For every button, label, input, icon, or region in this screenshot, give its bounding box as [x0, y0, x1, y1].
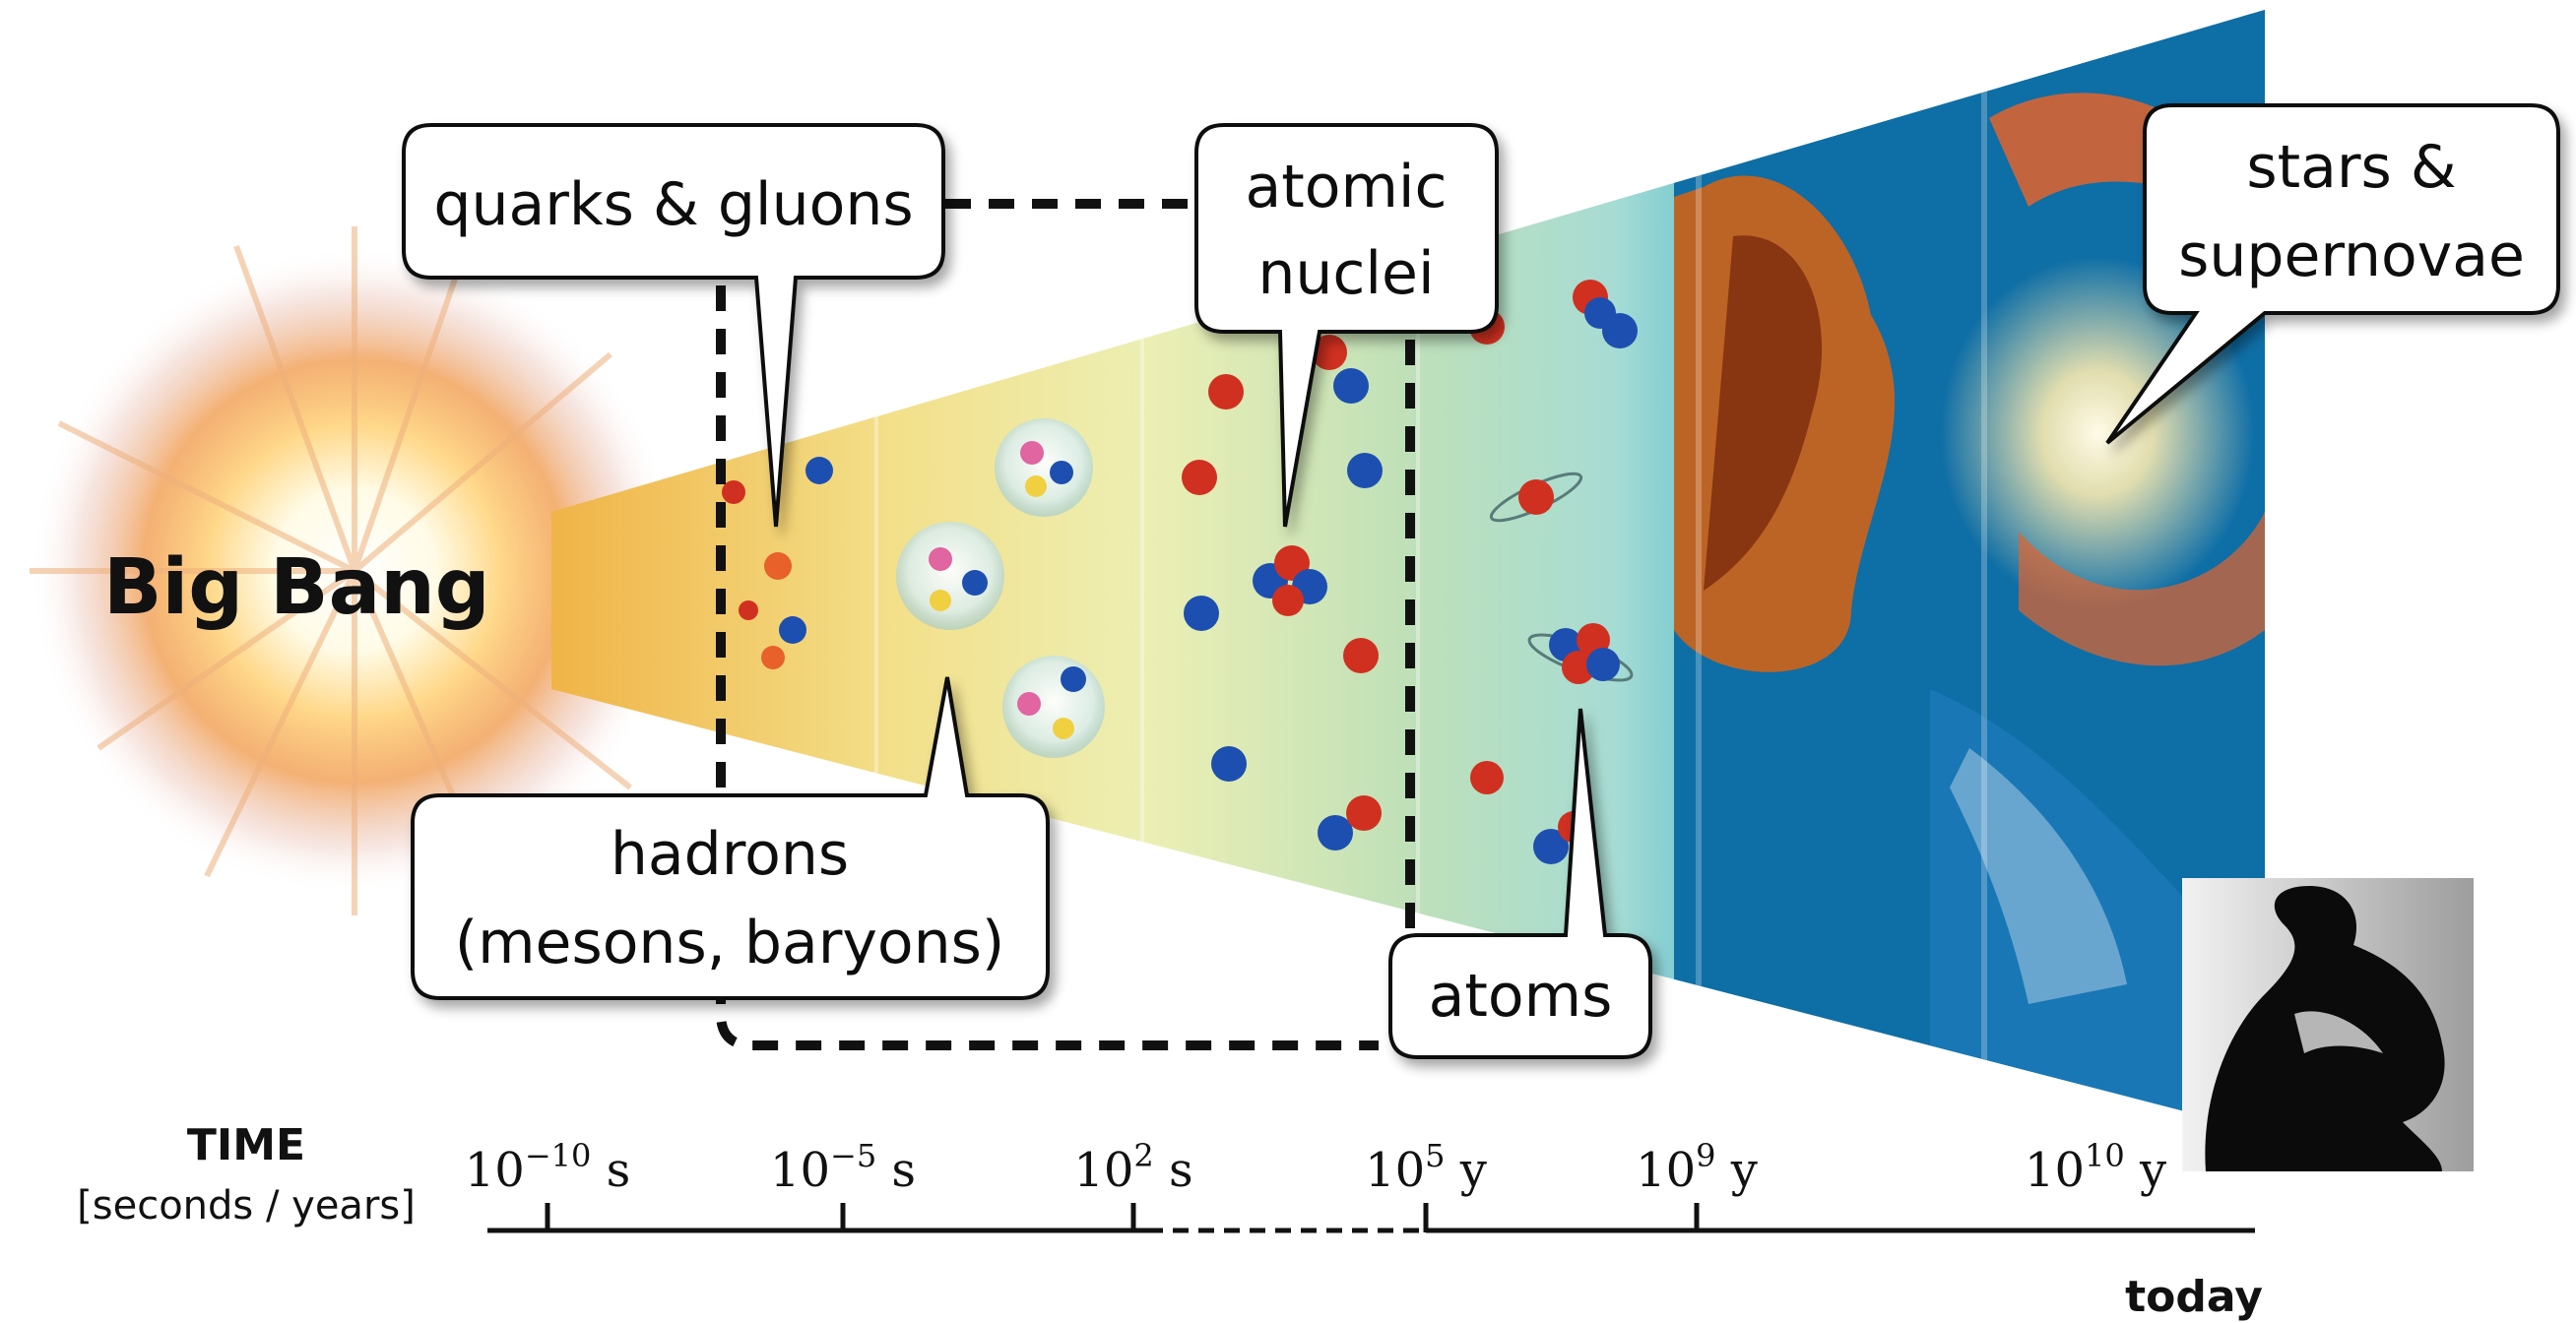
callout-atomic-nuclei: atomic nuclei [1194, 123, 1499, 528]
callout-hadrons: hadrons (mesons, baryons) [411, 676, 1050, 1000]
callout-quarks-gluons: quarks & gluons [402, 123, 945, 528]
callout-hadrons-line1: hadrons [611, 820, 849, 889]
today-label: today [2125, 1272, 2263, 1322]
callout-quarks-gluons-text: quarks & gluons [433, 170, 913, 239]
time-axis-title: TIME [187, 1120, 305, 1170]
callout-stars-line2: supernovae [2178, 221, 2525, 290]
callout-atoms-text: atoms [1429, 962, 1613, 1031]
time-tick-label: 10−5 s [770, 1137, 916, 1198]
time-tick-label: 10−10 s [465, 1137, 631, 1198]
hadron-particles [896, 418, 1105, 758]
time-tick-label: 1010 y [2025, 1137, 2166, 1198]
big-bang-burst [30, 226, 679, 915]
callout-atomic-nuclei-line2: nuclei [1257, 239, 1434, 308]
time-tick-label: 109 y [1636, 1137, 1758, 1198]
time-tick-label: 102 s [1073, 1137, 1192, 1198]
quark-plasma [722, 457, 833, 669]
phase-connector [716, 199, 1415, 1050]
time-axis-ticks: 10−10 s 10−5 s 102 s 105 y 109 y 1010 y [465, 1137, 2166, 1232]
callout-stars-supernovae: stars & supernovae [2105, 103, 2560, 445]
time-axis-subtitle: [seconds / years] [77, 1183, 416, 1228]
big-bang-label: Big Bang [103, 543, 490, 632]
thinker-figure [2182, 878, 2474, 1171]
callout-stars-line1: stars & [2246, 133, 2456, 202]
callout-hadrons-line2: (mesons, baryons) [455, 909, 1005, 977]
callout-atomic-nuclei-line1: atomic [1245, 153, 1447, 221]
time-axis: TIME [seconds / years] 10−10 s 10−5 s 102 … [77, 1120, 2263, 1322]
callout-atoms: atoms [1388, 708, 1652, 1059]
nuclei-particles [1182, 335, 1383, 850]
time-tick-label: 105 y [1365, 1137, 1487, 1198]
